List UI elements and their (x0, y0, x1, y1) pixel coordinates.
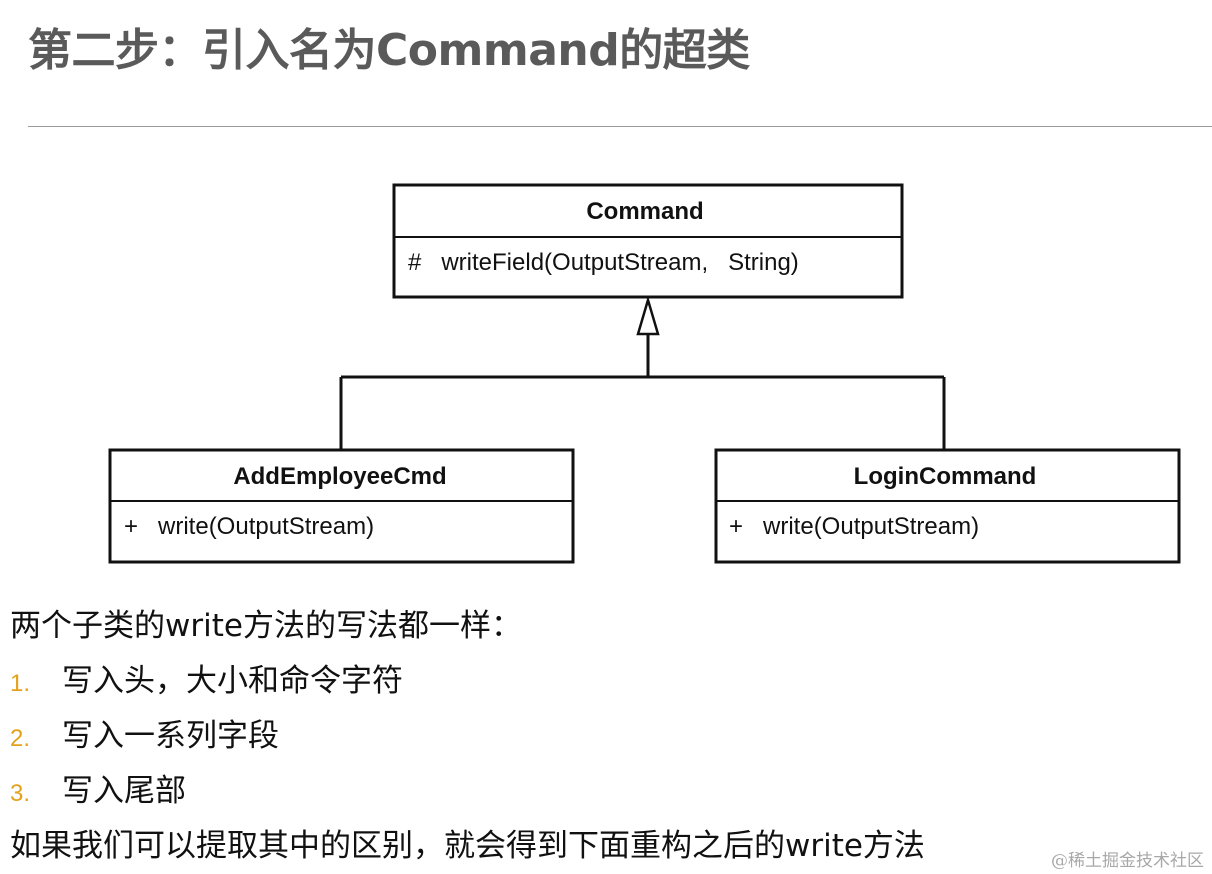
page-title: 第二步：引入名为Command的超类 (28, 25, 750, 76)
subclass-frame (714, 448, 1181, 564)
step-text: 写入尾部 (62, 773, 186, 809)
step-item: 3. 写入尾部 (10, 765, 186, 810)
step-number: 1. (10, 670, 31, 697)
subclass-frame (108, 448, 575, 564)
subclass-name: AddEmployeeCmd (233, 463, 446, 490)
superclass-name: Command (586, 198, 703, 225)
intro-text: 两个子类的write方法的写法都一样： (10, 608, 522, 644)
superclass-frame (392, 183, 904, 299)
conclusion-text: 如果我们可以提取其中的区别，就会得到下面重构之后的write方法 (10, 828, 925, 864)
step-text: 写入一系列字段 (62, 718, 279, 754)
subclass-addemployeecmd-box: AddEmployeeCmd + write(OutputStream) (108, 448, 575, 564)
title-divider (28, 126, 1212, 127)
step-item: 2. 写入一系列字段 (10, 710, 279, 755)
uml-class-diagram: Command # writeField(OutputStream, Strin… (108, 183, 1181, 564)
step-number: 3. (10, 780, 31, 807)
subclass-operation: + write(OutputStream) (729, 513, 979, 540)
generalization-arrowhead (636, 295, 660, 336)
subclass-operation: + write(OutputStream) (124, 513, 374, 540)
step-text: 写入头，大小和命令字符 (62, 663, 403, 699)
superclass-operation: # writeField(OutputStream, String) (408, 249, 799, 276)
step-item: 1. 写入头，大小和命令字符 (10, 655, 403, 700)
watermark: @稀土掘金技术社区 (1051, 851, 1204, 871)
superclass-command-box: Command # writeField(OutputStream, Strin… (392, 183, 904, 299)
generalization-connector (339, 295, 946, 450)
subclass-logincommand-box: LoginCommand + write(OutputStream) (714, 448, 1181, 564)
step-number: 2. (10, 725, 31, 752)
subclass-name: LoginCommand (854, 463, 1037, 490)
